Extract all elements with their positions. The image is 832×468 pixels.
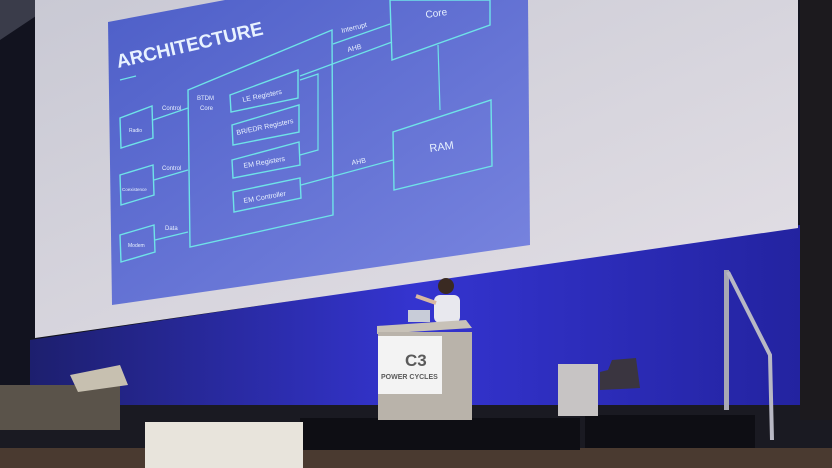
radio-link-label: Control	[162, 106, 181, 112]
radio-label: Radio	[129, 128, 142, 134]
stage-monitor	[300, 418, 580, 450]
em-registers-block	[231, 141, 301, 179]
modem-link	[154, 231, 189, 241]
handrail	[726, 271, 774, 441]
podium-subtitle: POWER CYCLES	[381, 374, 438, 381]
speaker	[415, 278, 460, 323]
core-to-ram-arrow	[437, 44, 441, 111]
left-speaker	[0, 385, 120, 430]
em-controller-block	[232, 177, 302, 213]
ram-label: RAM	[429, 140, 455, 155]
laptop	[408, 310, 430, 322]
coexistence-label: Coexistence	[122, 187, 147, 192]
title-underline	[119, 75, 137, 81]
podium: C3 POWER CYCLES	[377, 320, 472, 420]
right-wall	[800, 0, 832, 420]
ram-block	[392, 99, 493, 191]
side-box	[558, 364, 598, 416]
bredr-registers-block	[231, 104, 300, 146]
radio-block	[119, 105, 154, 149]
chair	[600, 358, 640, 390]
modem-link-label: Data	[165, 226, 178, 232]
modem-block	[119, 224, 156, 263]
core-block	[389, 0, 491, 61]
register-bus	[299, 73, 319, 156]
slide	[108, 0, 530, 305]
btdm-core-block	[187, 28, 334, 248]
music-stand	[70, 365, 128, 392]
ahb-core-label: AHB	[347, 44, 363, 54]
stage-monitor-right	[585, 415, 755, 448]
ahb-core-link	[299, 41, 393, 77]
coex-link-label: Control	[162, 166, 181, 172]
stage-front	[0, 448, 832, 468]
coex-link	[153, 169, 189, 181]
interrupt-link	[332, 23, 391, 45]
ahb-ram-link	[300, 159, 394, 186]
le-registers-block	[229, 68, 299, 113]
coexistence-block	[119, 164, 155, 206]
ahb-ram-label: AHB	[351, 158, 367, 167]
rail-pole	[724, 270, 729, 410]
banner	[145, 422, 303, 468]
core-label: Core	[425, 7, 448, 21]
modem-label: Modem	[128, 243, 145, 249]
radio-link	[152, 107, 189, 121]
btdm-label-2: Core	[200, 106, 214, 112]
podium-logo: C3	[405, 351, 427, 370]
btdm-label-1: BTDM	[197, 96, 214, 102]
